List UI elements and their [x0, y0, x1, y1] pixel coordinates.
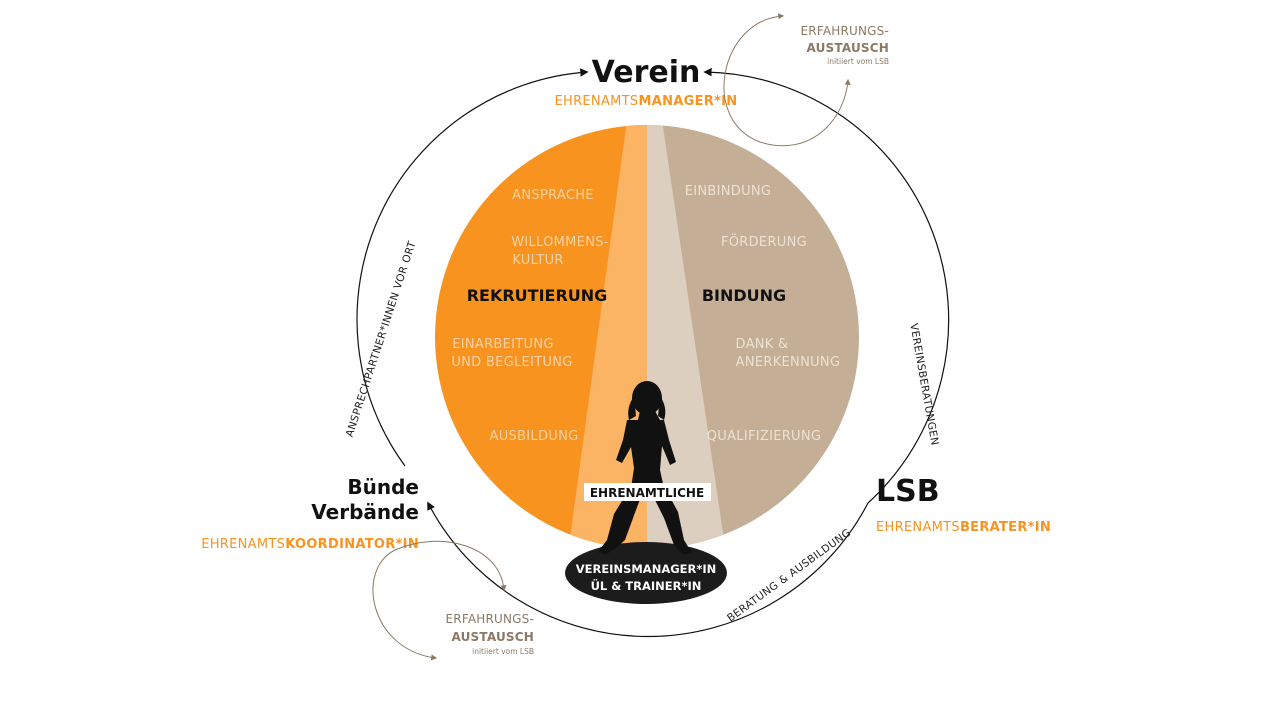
person-silhouette-icon [598, 381, 692, 555]
step-dank-line1: DANK & [736, 337, 789, 352]
ring-label-left: ANSPRECHPARTNER*INNEN VOR ORT [344, 239, 419, 438]
lsb-role-prefix: EHRENAMTS [876, 520, 960, 535]
buende-role-prefix: EHRENAMTS [201, 537, 285, 552]
step-dank-line2: ANERKENNUNG [736, 355, 841, 370]
verein-title: Verein [592, 55, 701, 90]
step-einarbeitung-line1: EINARBEITUNG [452, 337, 554, 352]
base-label-line2: ÜL & TRAINER*IN [591, 578, 702, 593]
exchange-bottom-loop [372, 540, 507, 661]
step-willkommen-line2: KULTUR [512, 253, 563, 268]
exchange-bottom-line2: AUSTAUSCH [451, 630, 534, 644]
step-ausbildung: AUSBILDUNG [490, 429, 579, 444]
ehrenamtliche-label: EHRENAMTLICHE [590, 486, 704, 500]
buende-role-highlight: KOORDINATOR*IN [285, 537, 419, 552]
step-einbindung: EINBINDUNG [685, 184, 772, 199]
buende-title-line2: Verbände [311, 500, 419, 524]
lsb-role-highlight: BERATER*IN [960, 520, 1051, 535]
buende-title-line1: Bünde [347, 475, 419, 499]
verein-role-highlight: MANAGER*IN [638, 94, 737, 109]
ring-arc-left [356, 68, 589, 467]
bindung-heading: BINDUNG [702, 286, 786, 305]
exchange-bottom-line1: ERFAHRUNGS- [446, 612, 535, 626]
base-ellipse [565, 542, 727, 604]
lsb-role: EHRENAMTSBERATER*IN [876, 520, 1051, 535]
verein-role: EHRENAMTSMANAGER*IN [555, 94, 738, 109]
step-einarbeitung-line2: UND BEGLEITUNG [451, 355, 572, 370]
exchange-top-line2: AUSTAUSCH [806, 41, 889, 55]
lsb-title: LSB [876, 474, 940, 509]
base-label-line1: VEREINSMANAGER*IN [576, 562, 717, 576]
step-willkommen-line1: WILLOMMENS- [511, 235, 609, 250]
exchange-top-loop [723, 13, 851, 147]
verein-role-prefix: EHRENAMTS [555, 94, 639, 109]
rekrutierung-heading: REKRUTIERUNG [467, 286, 608, 305]
buende-role: EHRENAMTSKOORDINATOR*IN [201, 537, 419, 552]
step-foerderung: FÖRDERUNG [721, 233, 807, 250]
exchange-top-sub: initiiert vom LSB [827, 57, 889, 66]
exchange-top-line1: ERFAHRUNGS- [801, 24, 890, 38]
ehrenamtliche-label-box [584, 483, 711, 501]
exchange-bottom-sub: initiiert vom LSB [472, 647, 534, 656]
step-qualifizierung: QUALIFIZIERUNG [707, 429, 822, 444]
ring-arc-bottom [427, 501, 869, 638]
step-ansprache: ANSPRACHE [512, 188, 594, 203]
ring-label-bottom: BERATUNG & AUSBILDUNG [725, 527, 853, 625]
ring-arc-right [703, 67, 950, 504]
